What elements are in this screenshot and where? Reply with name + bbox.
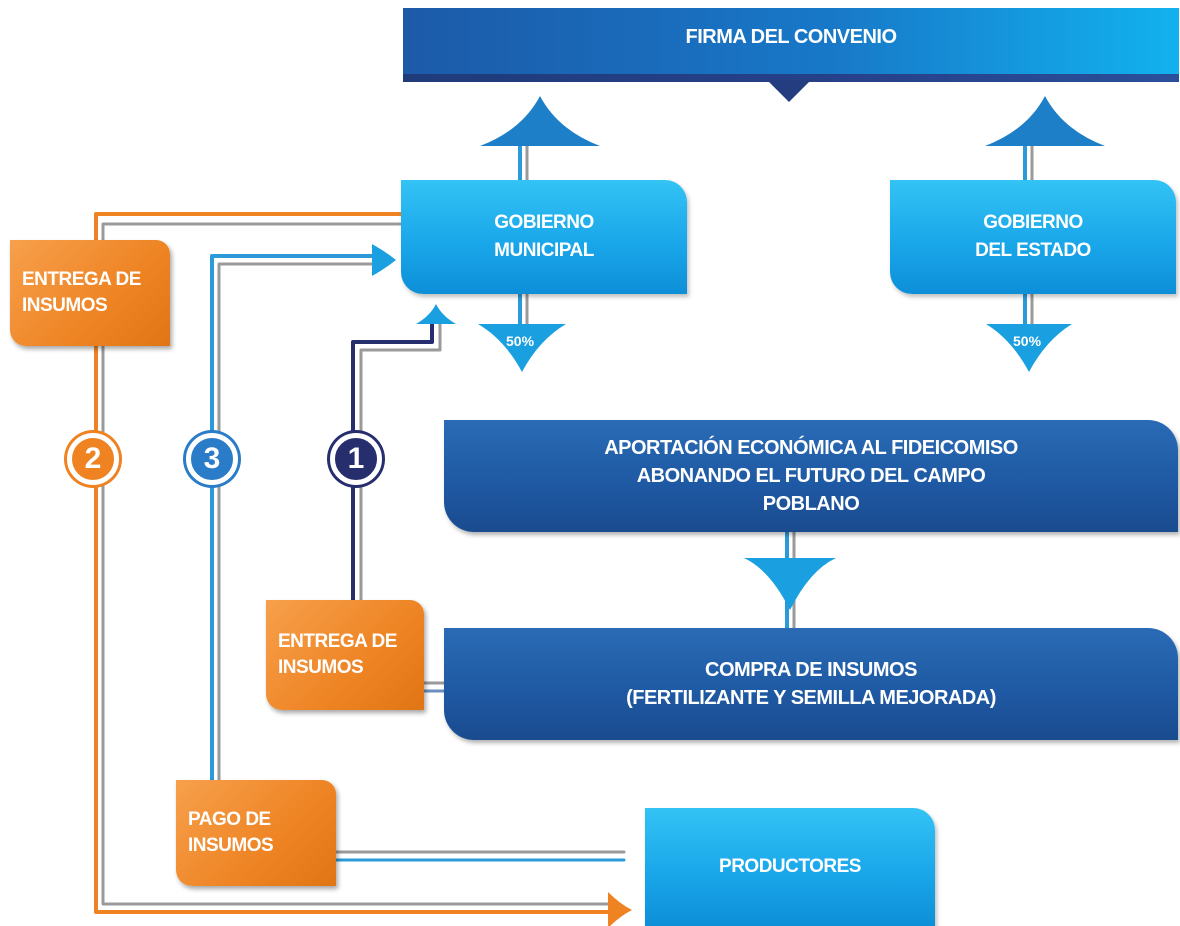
right-arrow-icon (608, 892, 632, 926)
down-arrow-icon (986, 324, 1072, 372)
up-arrow-icon (985, 96, 1105, 146)
percent-label-municipal: 50% (506, 333, 535, 349)
up-arrow-icon (480, 96, 600, 146)
step-number: 3 (203, 442, 221, 475)
gobierno-municipal-label: GOBIERNO MUNICIPAL (494, 212, 594, 261)
tag-entrega-de-insumos-mid: ENTREGA DE INSUMOS (266, 600, 424, 710)
box-gobierno-municipal: GOBIERNO MUNICIPAL (401, 180, 687, 294)
box-aportacion-economica: APORTACIÓN ECONÓMICA AL FIDEICOMISO ABON… (444, 420, 1178, 532)
compra-line2: (FERTILIZANTE Y SEMILLA MEJORADA) (626, 687, 996, 709)
tag-entrega-de-insumos-top: ENTREGA DE INSUMOS (10, 240, 170, 346)
header-firma-del-convenio: FIRMA DEL CONVENIO (403, 8, 1179, 74)
pago-label: PAGO DE INSUMOS (188, 809, 274, 856)
aportacion-label: APORTACIÓN ECONÓMICA AL FIDEICOMISO ABON… (604, 437, 1018, 515)
productores-label: PRODUCTORES (719, 856, 861, 877)
tag-pago-de-insumos: PAGO DE INSUMOS (176, 780, 336, 886)
entrega-top-label: ENTREGA DE INSUMOS (22, 269, 141, 316)
up-arrow-icon (416, 304, 456, 324)
header-title: FIRMA DEL CONVENIO (685, 26, 897, 48)
down-arrow-icon (744, 558, 836, 610)
box-gobierno-del-estado: GOBIERNO DEL ESTADO (890, 180, 1176, 294)
step-circle-2: 2 (67, 433, 119, 485)
entrega-mid-label: ENTREGA DE INSUMOS (278, 631, 397, 678)
gobierno-estado-label: GOBIERNO DEL ESTADO (975, 212, 1091, 261)
down-arrow-icon (478, 324, 566, 372)
compra-line1: COMPRA DE INSUMOS (705, 659, 917, 681)
step-circle-1: 1 (330, 433, 382, 485)
step-circle-3: 3 (186, 433, 238, 485)
header-pointer (767, 80, 811, 102)
box-compra-de-insumos: COMPRA DE INSUMOS (FERTILIZANTE Y SEMILL… (444, 628, 1178, 740)
box-productores: PRODUCTORES (645, 808, 935, 926)
step-number: 1 (347, 442, 365, 475)
right-arrow-icon (372, 244, 396, 276)
percent-label-estado: 50% (1013, 333, 1042, 349)
step-number: 2 (84, 442, 102, 475)
